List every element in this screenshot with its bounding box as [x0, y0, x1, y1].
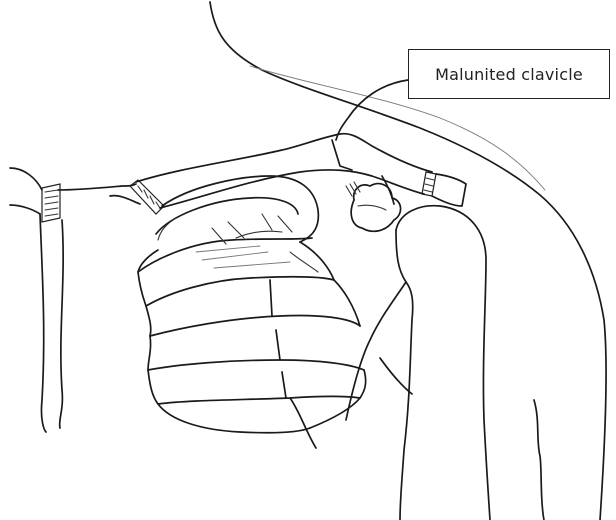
- malunited-clavicle: [136, 134, 466, 208]
- joint-markers: [42, 172, 436, 222]
- humerus: [346, 206, 544, 520]
- scapula: [346, 176, 401, 231]
- rib-cage: [138, 176, 366, 448]
- sternum-segment: [10, 168, 140, 432]
- annotation-label: Malunited clavicle: [408, 49, 610, 99]
